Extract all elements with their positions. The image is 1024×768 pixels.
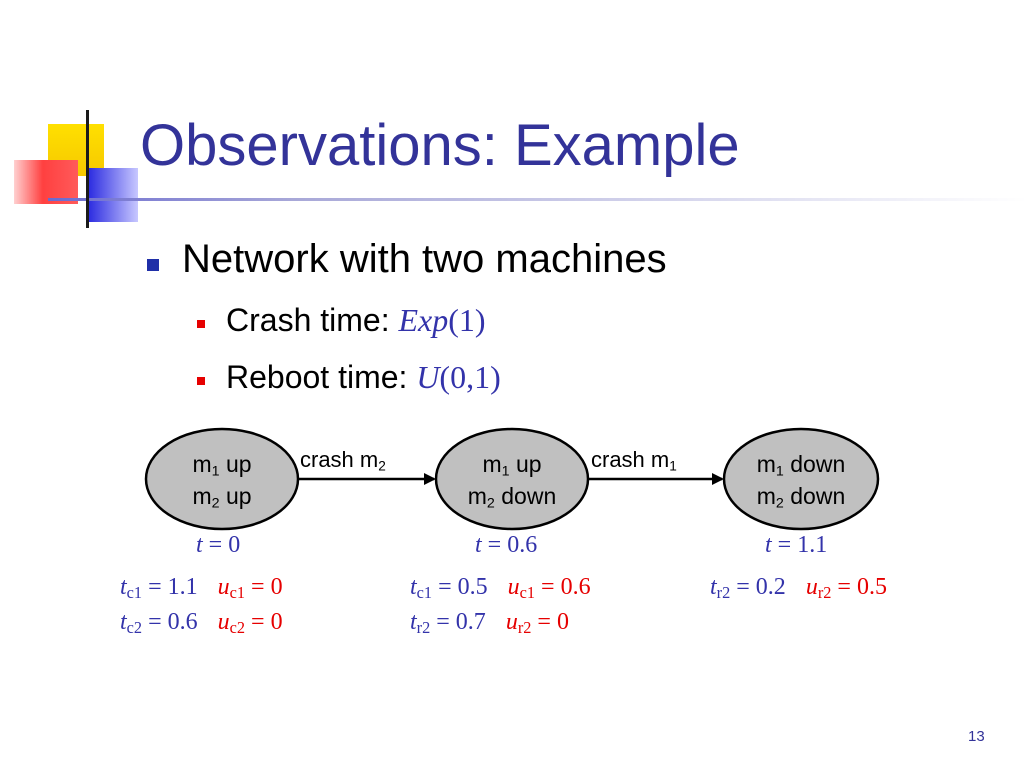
observation-col2-row1: tc1 = 0.5 uc1 = 0.6	[410, 574, 591, 603]
time-label-1: t = 0	[196, 532, 241, 558]
bullet-marker	[147, 259, 159, 271]
observation-col3-row1: tr2 = 0.2 ur2 = 0.5	[710, 574, 887, 603]
page-number: 13	[968, 728, 985, 745]
time-label-2: t = 0.6	[475, 532, 538, 558]
state-node-3-label: m1 down m2 down	[756, 451, 846, 512]
edge-label-crash-m1: crash m1	[591, 447, 677, 474]
slide-title: Observations: Example	[140, 113, 740, 178]
state-node-1-label: m1 up m2 up	[192, 451, 252, 512]
state-node-3	[722, 427, 880, 531]
reboot-time-label: Reboot time:	[226, 359, 408, 395]
bullet-main: Network with two machines	[182, 237, 667, 281]
sub-bullet-marker	[197, 377, 205, 385]
decorative-logo	[14, 110, 1024, 228]
edge-label-crash-m2: crash m2	[300, 447, 386, 474]
crash-time-distribution: Exp(1)	[398, 302, 486, 338]
observation-col1-row2: tc2 = 0.6 uc2 = 0	[120, 609, 283, 638]
bullet-reboot-time: Reboot time: U(0,1)	[226, 359, 501, 396]
time-label-3: t = 1.1	[765, 532, 828, 558]
bullet-crash-time: Crash time: Exp(1)	[226, 302, 486, 339]
crash-time-label: Crash time:	[226, 302, 390, 338]
observation-col2-row2: tr2 = 0.7 ur2 = 0	[410, 609, 569, 638]
observation-col1-row1: tc1 = 1.1 uc1 = 0	[120, 574, 283, 603]
sub-bullet-marker	[197, 320, 205, 328]
state-node-2-label: m1 up m2 down	[467, 451, 557, 512]
reboot-time-distribution: U(0,1)	[416, 359, 501, 395]
